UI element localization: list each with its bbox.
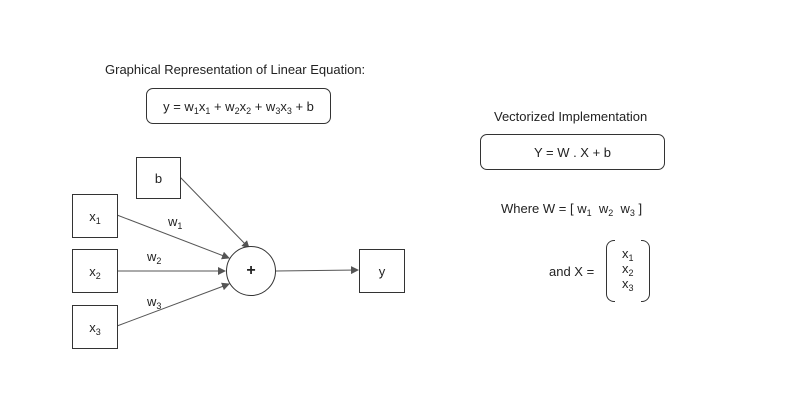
- input-x2-label: x2: [89, 263, 101, 281]
- bias-label: b: [154, 170, 163, 186]
- equation-box: y = w1x1 + w2x2 + w3x3 + b: [146, 88, 331, 124]
- equation-text: y = w1x1 + w2x2 + w3x3 + b: [163, 98, 314, 116]
- arrow-x3-to-sum: [116, 282, 230, 327]
- vectorized-heading: Vectorized Implementation: [494, 109, 648, 124]
- input-column-vector: x1 x2 x3: [606, 240, 650, 302]
- arrow-x1-to-sum: [116, 214, 230, 260]
- input-node-x3: x3: [72, 305, 118, 349]
- vectorized-formula-box: Y = W . X + b: [480, 134, 665, 170]
- arrow-sum-to-output: [275, 266, 359, 275]
- bias-node: b: [136, 157, 181, 199]
- output-node: y: [359, 249, 405, 293]
- left-parenthesis: [606, 240, 615, 302]
- arrow-bias-to-sum: [179, 176, 250, 249]
- column-entries: x1 x2 x3: [622, 246, 634, 293]
- sum-symbol: +: [246, 262, 256, 279]
- input-node-x1: x1: [72, 194, 118, 238]
- right-parenthesis: [641, 240, 650, 302]
- column-entry-x1: x1: [622, 246, 634, 263]
- vectorized-formula: Y = W . X + b: [533, 144, 612, 160]
- sum-node: +: [226, 246, 276, 296]
- input-node-x2: x2: [72, 249, 118, 293]
- input-vector-label: and X =: [549, 264, 595, 279]
- output-label: y: [378, 263, 386, 279]
- diagram-title: Graphical Representation of Linear Equat…: [105, 62, 366, 77]
- input-x3-label: x3: [89, 319, 101, 337]
- column-entry-x2: x2: [622, 261, 634, 278]
- weight-label-w3: w3: [147, 294, 162, 311]
- weight-vector-definition: Where W = [ w1 w2 w3 ]: [501, 201, 643, 218]
- column-entry-x3: x3: [622, 276, 634, 293]
- input-x1-label: x1: [89, 208, 101, 226]
- weight-label-w1: w1: [168, 214, 183, 231]
- weight-label-w2: w2: [147, 249, 162, 266]
